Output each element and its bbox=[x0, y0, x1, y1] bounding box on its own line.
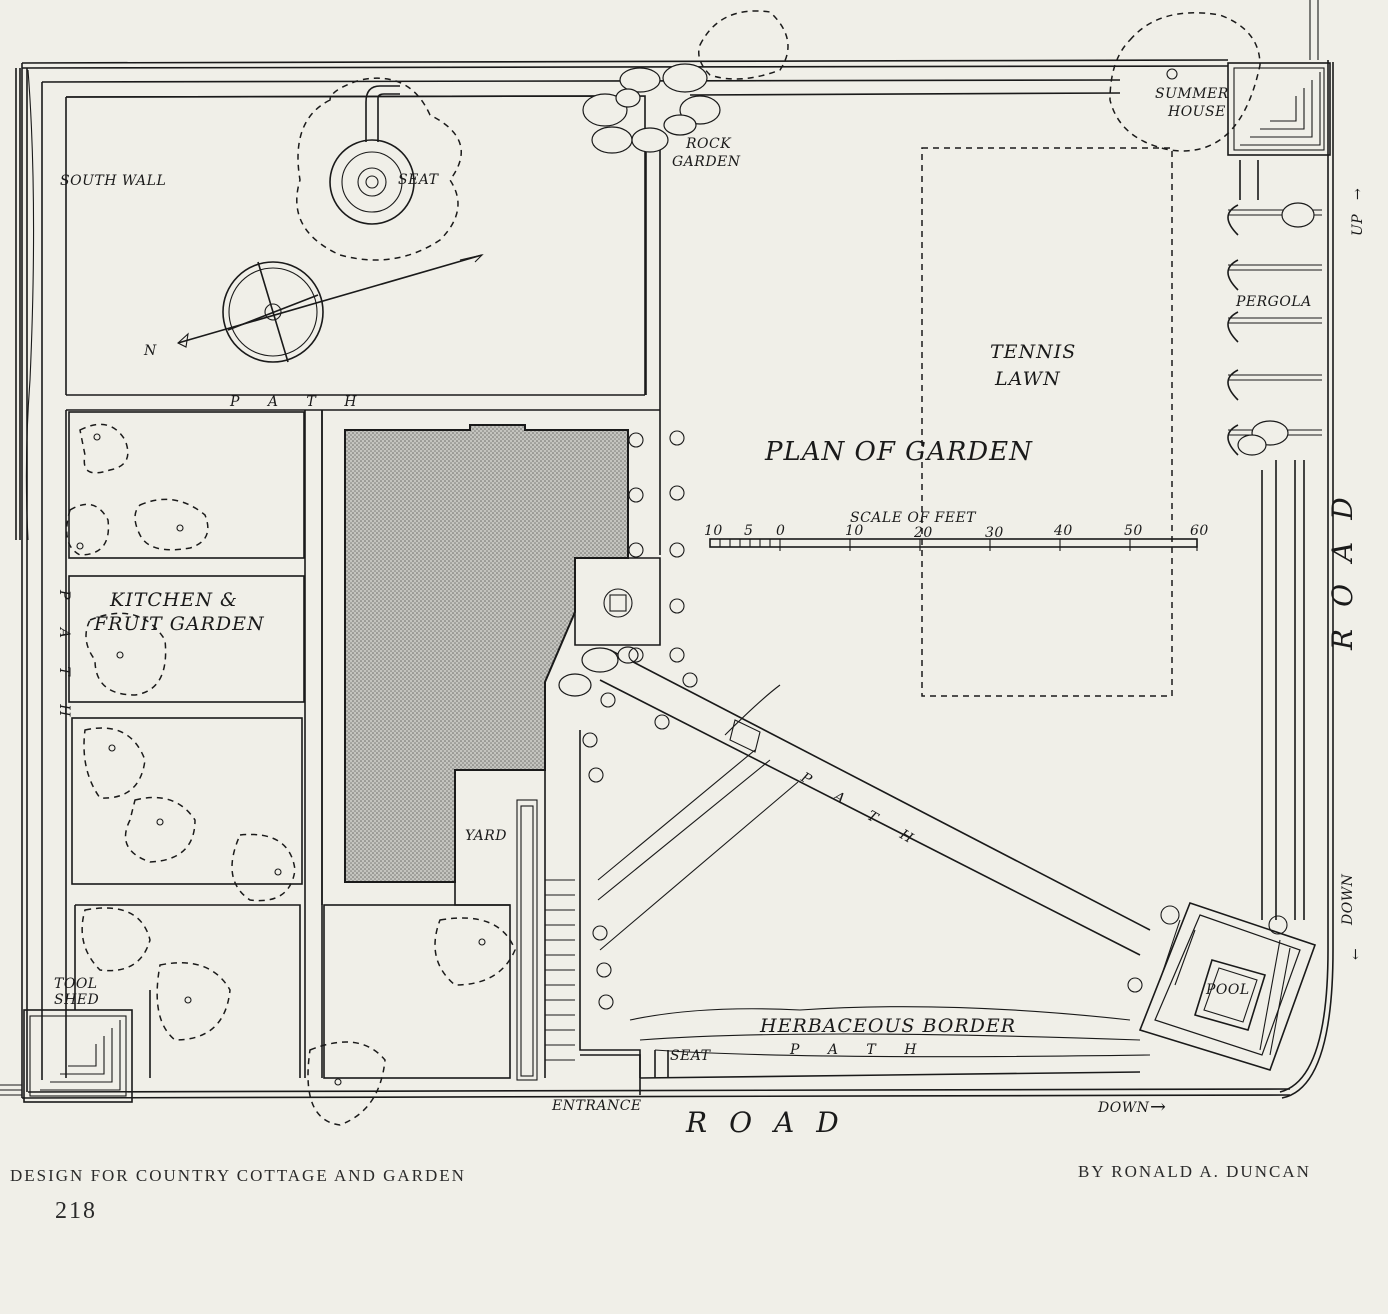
scale-tick-6: 40 bbox=[1053, 523, 1073, 539]
label-herbaceous: HERBACEOUS BORDER bbox=[759, 1015, 1016, 1037]
scale-tick-5: 30 bbox=[985, 525, 1004, 541]
label-path-bottom: P A T H bbox=[789, 1042, 928, 1058]
label-plan-title: PLAN OF GARDEN bbox=[764, 437, 1033, 467]
label-north: N bbox=[143, 343, 157, 359]
scale-tick-3: 10 bbox=[845, 523, 864, 539]
tennis-lawn bbox=[921, 147, 1173, 697]
pergola bbox=[1227, 202, 1322, 456]
label-rock-garden-1: ROCK bbox=[685, 136, 732, 152]
caption-title: DESIGN FOR COUNTRY COTTAGE AND GARDEN bbox=[10, 1166, 466, 1185]
label-tool-shed-2: SHED bbox=[54, 992, 99, 1008]
label-down-right: DOWN bbox=[1340, 873, 1356, 926]
scale-tick-4: 20 bbox=[913, 525, 933, 541]
fruit-trees bbox=[65, 423, 516, 1126]
label-summer-1: SUMMER bbox=[1155, 86, 1229, 102]
label-tennis-2: LAWN bbox=[994, 368, 1061, 390]
label-path-diagonal: P A T H bbox=[797, 769, 926, 853]
south-wall bbox=[15, 68, 35, 541]
scale-tick-0: 10 bbox=[704, 523, 723, 539]
down-arrow-icon: ← bbox=[1348, 948, 1364, 960]
label-path-top: P A T H bbox=[229, 394, 368, 410]
label-summer-2: HOUSE bbox=[1167, 104, 1226, 120]
label-seat-top: SEAT bbox=[398, 172, 440, 188]
scale-tick-7: 50 bbox=[1124, 523, 1143, 539]
label-seat-bottom: SEAT bbox=[670, 1048, 712, 1064]
label-south-wall: SOUTH WALL bbox=[60, 173, 166, 189]
page-number: 218 bbox=[55, 1198, 97, 1224]
label-tennis-1: TENNIS bbox=[990, 341, 1076, 363]
pool-terrace bbox=[1138, 901, 1317, 1071]
label-kitchen-2: FRUIT GARDEN bbox=[93, 613, 265, 635]
summer-house bbox=[1109, 12, 1331, 156]
plan-labels: SOUTH WALL SEAT N P A T H P A T H ROCK G… bbox=[54, 86, 1366, 1139]
label-road-bottom: ROAD bbox=[685, 1106, 861, 1139]
label-down-bottom: DOWN bbox=[1097, 1100, 1150, 1116]
scale-tick-2: 0 bbox=[776, 523, 785, 539]
label-yard: YARD bbox=[465, 828, 507, 844]
down-bottom-arrow-icon: → bbox=[1150, 1096, 1167, 1118]
label-tool-shed-1: TOOL bbox=[54, 976, 98, 992]
diagonal-path bbox=[558, 646, 1151, 956]
label-entrance: ENTRANCE bbox=[551, 1098, 642, 1114]
herbaceous-border bbox=[580, 1006, 1151, 1095]
caption-author: BY RONALD A. DUNCAN bbox=[1078, 1162, 1311, 1181]
scale-tick-1: 5 bbox=[744, 523, 753, 539]
shrubs bbox=[582, 430, 1288, 1010]
label-kitchen-1: KITCHEN & bbox=[109, 589, 238, 611]
label-pergola: PERGOLA bbox=[1235, 294, 1312, 310]
label-pool: POOL bbox=[1205, 982, 1250, 998]
paths bbox=[41, 79, 1305, 1080]
label-rock-garden-2: GARDEN bbox=[672, 154, 741, 170]
seat-garden bbox=[65, 77, 646, 395]
boundary-walls bbox=[0, 0, 1334, 1099]
up-arrow-icon: → bbox=[1350, 188, 1366, 200]
label-scale-title: SCALE OF FEET bbox=[850, 510, 977, 526]
yard-area bbox=[454, 730, 641, 1081]
kitchen-plots bbox=[68, 410, 511, 1079]
tool-shed bbox=[23, 1009, 133, 1103]
label-road-right: ROAD bbox=[1326, 475, 1359, 651]
rock-garden bbox=[582, 10, 789, 154]
sundial-compass bbox=[177, 254, 484, 363]
label-path-left: P A T H bbox=[56, 589, 72, 728]
label-up: UP bbox=[1350, 214, 1366, 236]
scale-bar bbox=[709, 538, 1198, 551]
scale-tick-8: 60 bbox=[1190, 523, 1209, 539]
